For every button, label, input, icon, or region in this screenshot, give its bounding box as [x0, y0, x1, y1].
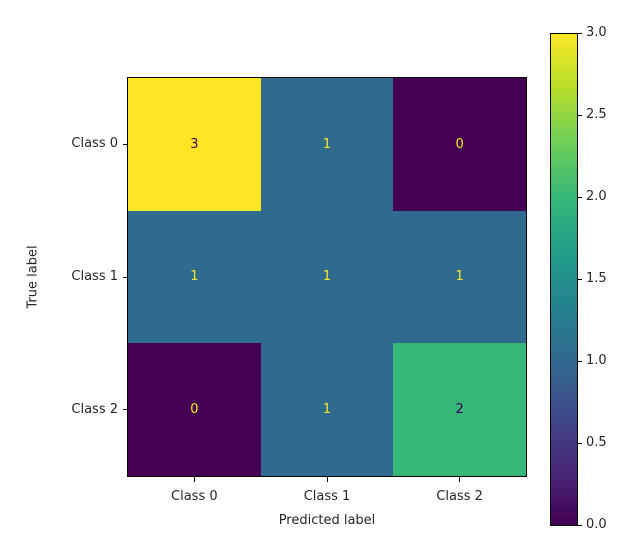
colorbar-tick-mark [577, 32, 582, 34]
heatmap-grid: 3 1 0 1 1 1 0 1 2 [127, 77, 527, 477]
y-tick-label: Class 2 [71, 401, 118, 417]
heatmap-cell: 0 [128, 343, 261, 476]
cell-value: 1 [455, 269, 464, 285]
colorbar-tick-label: 2.5 [586, 107, 607, 123]
colorbar-tick-label: 2.0 [586, 189, 607, 205]
y-tick-label: Class 0 [71, 136, 118, 152]
colorbar-tick-mark [577, 196, 582, 198]
x-tick-label: Class 0 [171, 489, 218, 504]
heatmap-cell: 1 [128, 210, 261, 344]
colorbar-tick-label: 0.5 [586, 435, 607, 451]
cell-value: 1 [322, 136, 332, 152]
cell-value: 1 [322, 402, 332, 418]
x-tick-label: Class 1 [303, 489, 351, 504]
x-axis-label: Predicted label [278, 513, 376, 528]
heatmap-cell: 0 [393, 78, 526, 211]
colorbar-tick-mark [577, 524, 582, 526]
cell-value: 1 [190, 269, 199, 285]
y-tick-label: Class 1 [71, 269, 118, 285]
colorbar-tick-label: 0.0 [586, 517, 607, 533]
y-tick-mark [123, 143, 128, 145]
colorbar-tick-mark [577, 114, 582, 116]
x-tick-mark [326, 477, 328, 482]
heatmap-cell: 1 [260, 343, 394, 476]
colorbar-tick-mark [577, 442, 582, 444]
heatmap-cell: 2 [393, 343, 526, 476]
colorbar-tick-label: 3.0 [586, 25, 607, 41]
cell-value: 0 [190, 402, 199, 418]
y-tick-mark [123, 409, 128, 411]
colorbar-gradient [551, 34, 577, 525]
cell-value: 1 [322, 269, 332, 285]
colorbar-tick-label: 1.0 [586, 353, 607, 369]
heatmap-cell: 1 [260, 210, 394, 344]
heatmap-cell: 3 [128, 78, 261, 211]
cell-value: 0 [455, 136, 464, 152]
colorbar-tick-mark [577, 360, 582, 362]
x-tick-mark [459, 477, 461, 482]
heatmap-cell: 1 [393, 210, 526, 344]
x-tick-label: Class 2 [436, 489, 483, 504]
x-tick-mark [193, 477, 195, 482]
colorbar [550, 33, 578, 526]
colorbar-tick-label: 1.5 [586, 271, 607, 287]
cell-value: 2 [455, 402, 464, 418]
cell-value: 3 [190, 136, 199, 152]
colorbar-tick-mark [577, 278, 582, 280]
y-tick-mark [123, 276, 128, 278]
heatmap-cell: 1 [260, 78, 394, 211]
